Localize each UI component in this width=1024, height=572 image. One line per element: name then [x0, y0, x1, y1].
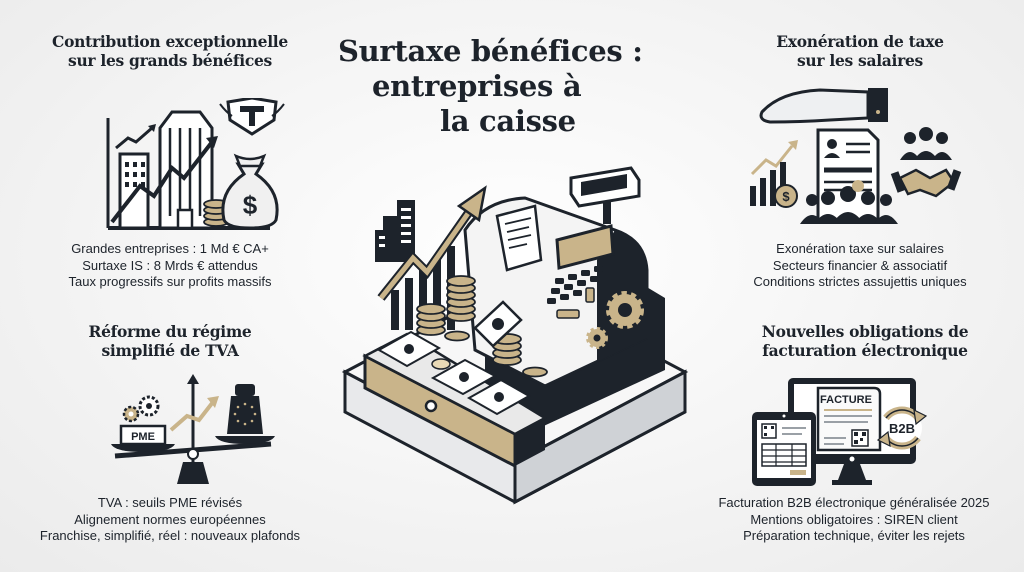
- bullet-line: Mentions obligatoires : SIREN client: [750, 511, 958, 527]
- section-contribution-title-line-1: Contribution exceptionnelle: [52, 32, 288, 51]
- protecting-hand-employees-icon: $: [740, 82, 970, 232]
- bullet-line: Conditions strictes assujettis uniques: [753, 274, 967, 289]
- section-tva-bullets: TVA : seuils PME révisés Alignement norm…: [5, 495, 335, 545]
- section-contribution-title-line-2: sur les grands bénéfices: [68, 51, 272, 70]
- section-tva-title: Réforme du régime simplifié de TVA: [40, 322, 300, 360]
- main-title-line-1: Surtaxe bénéfices :: [338, 34, 643, 68]
- bullet-line: Franchise, simplifié, réel : nouveaux pl…: [39, 528, 301, 543]
- svg-text:$: $: [243, 190, 258, 220]
- section-exoneration-title-line-2: sur les salaires: [797, 51, 923, 70]
- e-invoice-devices-icon: FACTURE B2B: [748, 374, 928, 486]
- bullet-line: Exonération taxe sur salaires: [776, 241, 944, 256]
- main-title: Surtaxe bénéfices : entreprises à la cai…: [330, 34, 690, 139]
- section-contribution-bullets: Grandes entreprises : 1 Md € CA+ Surtaxe…: [20, 241, 320, 291]
- main-title-line-2: entreprises à: [372, 69, 582, 103]
- bullet-line: Taux progressifs sur profits massifs: [68, 274, 272, 289]
- facture-label: FACTURE: [820, 394, 872, 406]
- section-facturation-title-line-1: Nouvelles obligations de: [761, 322, 969, 341]
- bullet-line: Préparation technique, éviter les rejets: [743, 528, 965, 543]
- bullet-line: Surtaxe IS : 8 Mrds € attendus: [82, 257, 258, 273]
- section-contribution-title: Contribution exceptionnelle sur les gran…: [20, 32, 320, 70]
- section-facturation-bullets: Facturation B2B électronique généralisée…: [684, 495, 1024, 545]
- bullet-line: Secteurs financier & associatif: [772, 257, 948, 273]
- bullet-line: Grandes entreprises : 1 Md € CA+: [71, 241, 269, 256]
- bullet-line: TVA : seuils PME révisés: [97, 495, 243, 510]
- bullet-line: Alignement normes européennes: [74, 511, 266, 527]
- section-facturation-title-line-2: facturation électronique: [762, 341, 968, 360]
- section-tva-title-line-1: Réforme du régime: [88, 322, 252, 341]
- balance-scale-pme-eu-icon: PME: [105, 372, 280, 484]
- bullet-line: Facturation B2B électronique généralisée…: [718, 495, 990, 510]
- section-facturation-title: Nouvelles obligations de facturation éle…: [715, 322, 1015, 360]
- section-exoneration-title: Exonération de taxe sur les salaires: [720, 32, 1000, 70]
- buildings-growth-moneybag-icon: $: [100, 98, 290, 234]
- b2b-label: B2B: [889, 421, 915, 436]
- svg-text:$: $: [782, 189, 790, 204]
- pme-label: PME: [131, 431, 155, 443]
- main-title-line-3: la caisse: [440, 104, 576, 138]
- section-tva-title-line-2: simplifié de TVA: [101, 341, 239, 360]
- section-exoneration-title-line-1: Exonération de taxe: [776, 32, 944, 51]
- section-exoneration-bullets: Exonération taxe sur salaires Secteurs f…: [705, 241, 1015, 291]
- cash-register-icon: [335, 160, 695, 520]
